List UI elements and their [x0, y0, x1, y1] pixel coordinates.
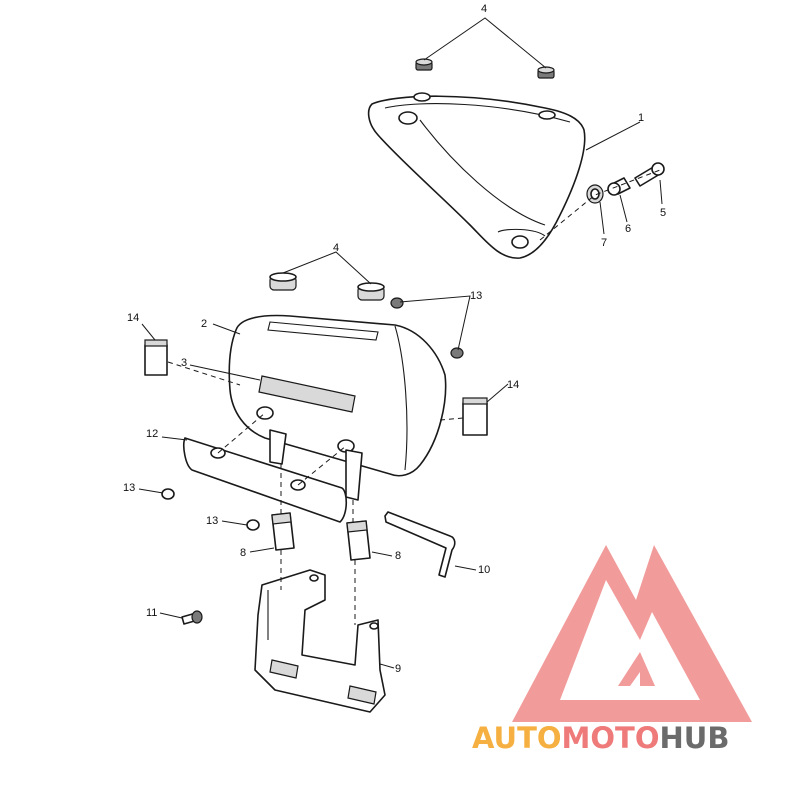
watermark-text: AUTOMOTOHUB [472, 721, 729, 755]
spacer-part-6 [607, 177, 631, 196]
callout-10: 10 [478, 564, 490, 576]
bracket-part-9 [254, 569, 386, 713]
grommet-part-7 [586, 184, 604, 204]
callout-14-left: 14 [127, 312, 139, 324]
clip-8-left [271, 512, 295, 551]
bolt-part-5 [634, 162, 665, 187]
grommet-middle-left [269, 272, 297, 291]
screw-13-upper-right [450, 347, 464, 359]
callout-2: 2 [201, 318, 207, 330]
grommet-upper-right [537, 66, 555, 79]
callout-9: 9 [395, 663, 401, 675]
clip-8-right [346, 520, 371, 561]
side-cover-part-1 [367, 92, 586, 259]
callout-11: 11 [146, 607, 157, 619]
callout-12: 12 [146, 428, 158, 440]
callout-14-right: 14 [507, 379, 519, 391]
callout-1: 1 [638, 112, 644, 124]
callout-7: 7 [601, 237, 607, 249]
hex-key-part-10 [384, 511, 456, 578]
pad-14-right [462, 397, 488, 436]
screw-13-upper-left [390, 297, 404, 309]
callout-4-middle: 4 [333, 242, 339, 254]
callout-13-left: 13 [123, 482, 135, 494]
screw-13-lower-b [246, 519, 260, 531]
grommet-middle-right [357, 282, 385, 301]
cover-tab-left [269, 429, 287, 465]
callout-4-top: 4 [481, 3, 487, 15]
callout-13-top: 13 [470, 290, 482, 302]
callout-labels: 4 1 5 6 7 4 13 14 2 3 14 12 13 13 8 8 10… [123, 3, 666, 675]
bolt-part-11 [181, 610, 203, 625]
callout-3: 3 [181, 357, 187, 369]
logo-triangle-icon [512, 545, 752, 722]
callout-8-right: 8 [395, 550, 401, 562]
pad-14-left [144, 339, 168, 376]
callout-8-left: 8 [240, 547, 246, 559]
leader-lines [138, 17, 663, 669]
callout-6: 6 [625, 223, 631, 235]
callout-5: 5 [660, 207, 666, 219]
screw-13-lower-a [161, 488, 175, 500]
cover-tab-right [345, 449, 363, 501]
grommet-upper-left [415, 58, 433, 71]
label-part-3 [258, 375, 356, 413]
callout-13-middle: 13 [206, 515, 218, 527]
watermark-logo [512, 545, 752, 722]
